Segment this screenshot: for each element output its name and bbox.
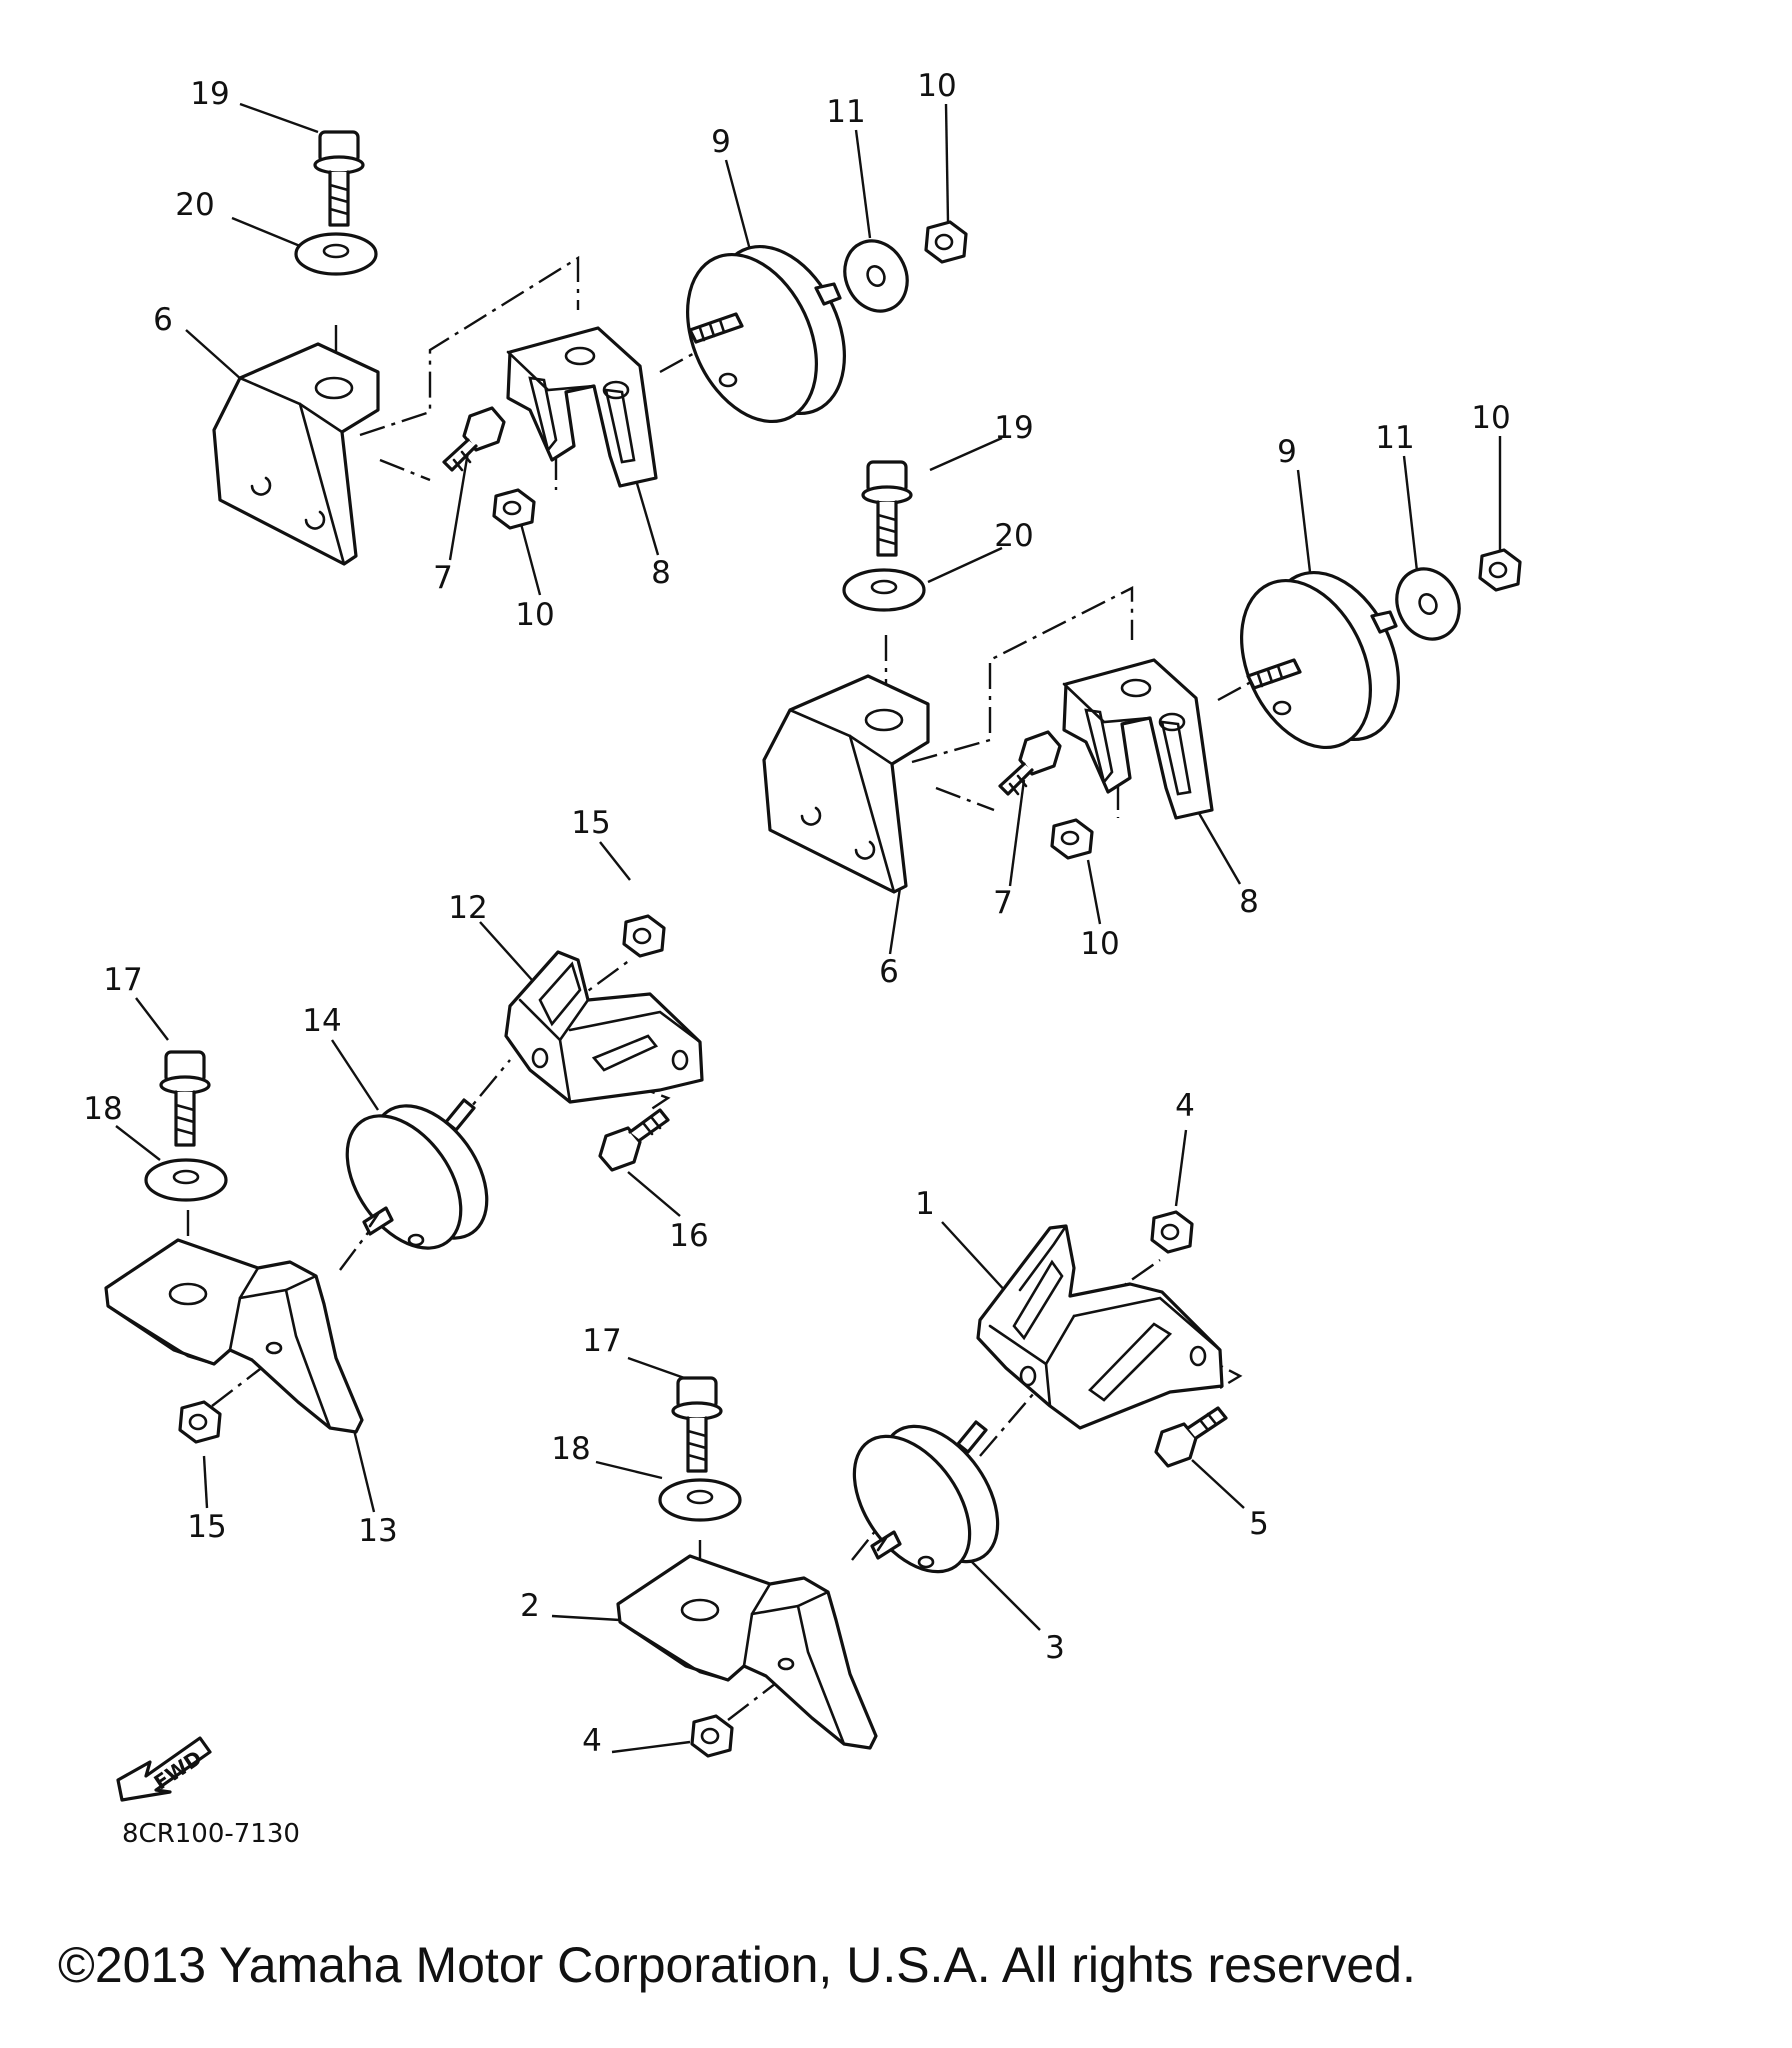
forward-direction-arrow: FWD bbox=[116, 1736, 212, 1802]
callout-15-24: 15 bbox=[187, 1509, 226, 1545]
washer-18-lower-right bbox=[658, 1478, 742, 1522]
mount-bracket-8-upper-left bbox=[506, 326, 658, 488]
callout-11-12: 11 bbox=[1375, 420, 1414, 456]
flange-nut-4-upper bbox=[1150, 1210, 1194, 1254]
engine-bracket-2 bbox=[616, 1554, 878, 1750]
callout-10-13: 10 bbox=[1471, 400, 1510, 436]
callout-12-19: 12 bbox=[448, 890, 487, 926]
callout-11-7: 11 bbox=[826, 94, 865, 130]
callout-1-27: 1 bbox=[915, 1186, 935, 1222]
callout-13-25: 13 bbox=[358, 1513, 397, 1549]
rubber-mount-9-upper-right bbox=[1240, 570, 1400, 750]
callout-2-31: 2 bbox=[520, 1588, 540, 1624]
callout-15-18: 15 bbox=[571, 805, 610, 841]
rubber-mount-14 bbox=[345, 1098, 489, 1250]
mount-bracket-12 bbox=[504, 950, 704, 1104]
callout-6-17: 6 bbox=[879, 954, 899, 990]
washer-11-upper-left bbox=[843, 239, 909, 313]
callout-17-28: 17 bbox=[582, 1323, 621, 1359]
mount-bracket-1 bbox=[976, 1224, 1224, 1430]
callout-20-10: 20 bbox=[994, 518, 1033, 554]
flange-nut-15-upper bbox=[622, 914, 666, 958]
callout-5-30: 5 bbox=[1249, 1506, 1269, 1542]
flange-nut-10-far-right bbox=[1478, 548, 1522, 592]
flange-bolt-17-lower-right bbox=[671, 1376, 723, 1473]
engine-bracket-6-upper-right bbox=[762, 674, 930, 894]
callout-4-33: 4 bbox=[582, 1723, 602, 1759]
callout-17-20: 17 bbox=[103, 962, 142, 998]
rubber-mount-3 bbox=[852, 1420, 1000, 1574]
callout-10-8: 10 bbox=[917, 68, 956, 104]
engine-bracket-13 bbox=[104, 1238, 364, 1434]
bolt-16 bbox=[598, 1108, 670, 1172]
flange-nut-10-middle-right bbox=[1050, 818, 1094, 860]
callout-19-0: 19 bbox=[190, 76, 229, 112]
callout-8-16: 8 bbox=[1239, 884, 1259, 920]
washer-18-lower-left bbox=[144, 1158, 228, 1202]
bolt-7-upper-right bbox=[998, 730, 1062, 796]
callout-8-5: 8 bbox=[651, 555, 671, 591]
washer-11-upper-right bbox=[1395, 567, 1461, 641]
callout-7-3: 7 bbox=[433, 560, 453, 596]
flange-nut-15-lower bbox=[178, 1400, 222, 1444]
bolt-7-upper-left bbox=[442, 406, 506, 472]
flange-bolt-19-upper-left bbox=[313, 130, 365, 227]
callout-18-22: 18 bbox=[83, 1091, 122, 1127]
flange-nut-4-lower bbox=[690, 1714, 734, 1758]
callout-10-4: 10 bbox=[515, 597, 554, 633]
callout-4-26: 4 bbox=[1175, 1088, 1195, 1124]
diagram-code: 8CR100-7130 bbox=[122, 1819, 300, 1849]
mount-group-upper-right bbox=[762, 436, 1522, 955]
callout-7-14: 7 bbox=[993, 885, 1013, 921]
callout-20-1: 20 bbox=[175, 187, 214, 223]
mount-group-upper-left bbox=[185, 102, 968, 596]
callout-10-15: 10 bbox=[1080, 926, 1119, 962]
copyright-notice: ©2013 Yamaha Motor Corporation, U.S.A. A… bbox=[58, 1937, 1416, 1993]
callout-18-29: 18 bbox=[551, 1431, 590, 1467]
mount-group-lower-left bbox=[104, 841, 704, 1513]
callout-16-23: 16 bbox=[669, 1218, 708, 1254]
washer-20-upper-right bbox=[842, 568, 926, 612]
mount-group-lower-right bbox=[551, 1129, 1245, 1758]
callout-9-6: 9 bbox=[711, 124, 731, 160]
flange-nut-10-upper-left bbox=[492, 488, 536, 530]
callout-3-32: 3 bbox=[1045, 1630, 1065, 1666]
washer-20-upper-left bbox=[294, 232, 378, 276]
rubber-mount-9-upper-left bbox=[686, 244, 846, 424]
flange-nut-10-upper-right bbox=[924, 220, 968, 264]
bolt-5 bbox=[1154, 1406, 1228, 1468]
mount-bracket-8-upper-right bbox=[1062, 658, 1214, 820]
callout-9-11: 9 bbox=[1277, 434, 1297, 470]
flange-bolt-19-upper-right bbox=[861, 460, 913, 557]
engine-bracket-6-upper-left bbox=[212, 342, 380, 566]
callout-19-9: 19 bbox=[994, 410, 1033, 446]
callout-6-2: 6 bbox=[153, 302, 173, 338]
callout-14-21: 14 bbox=[302, 1003, 341, 1039]
flange-bolt-17-lower-left bbox=[159, 1050, 211, 1147]
